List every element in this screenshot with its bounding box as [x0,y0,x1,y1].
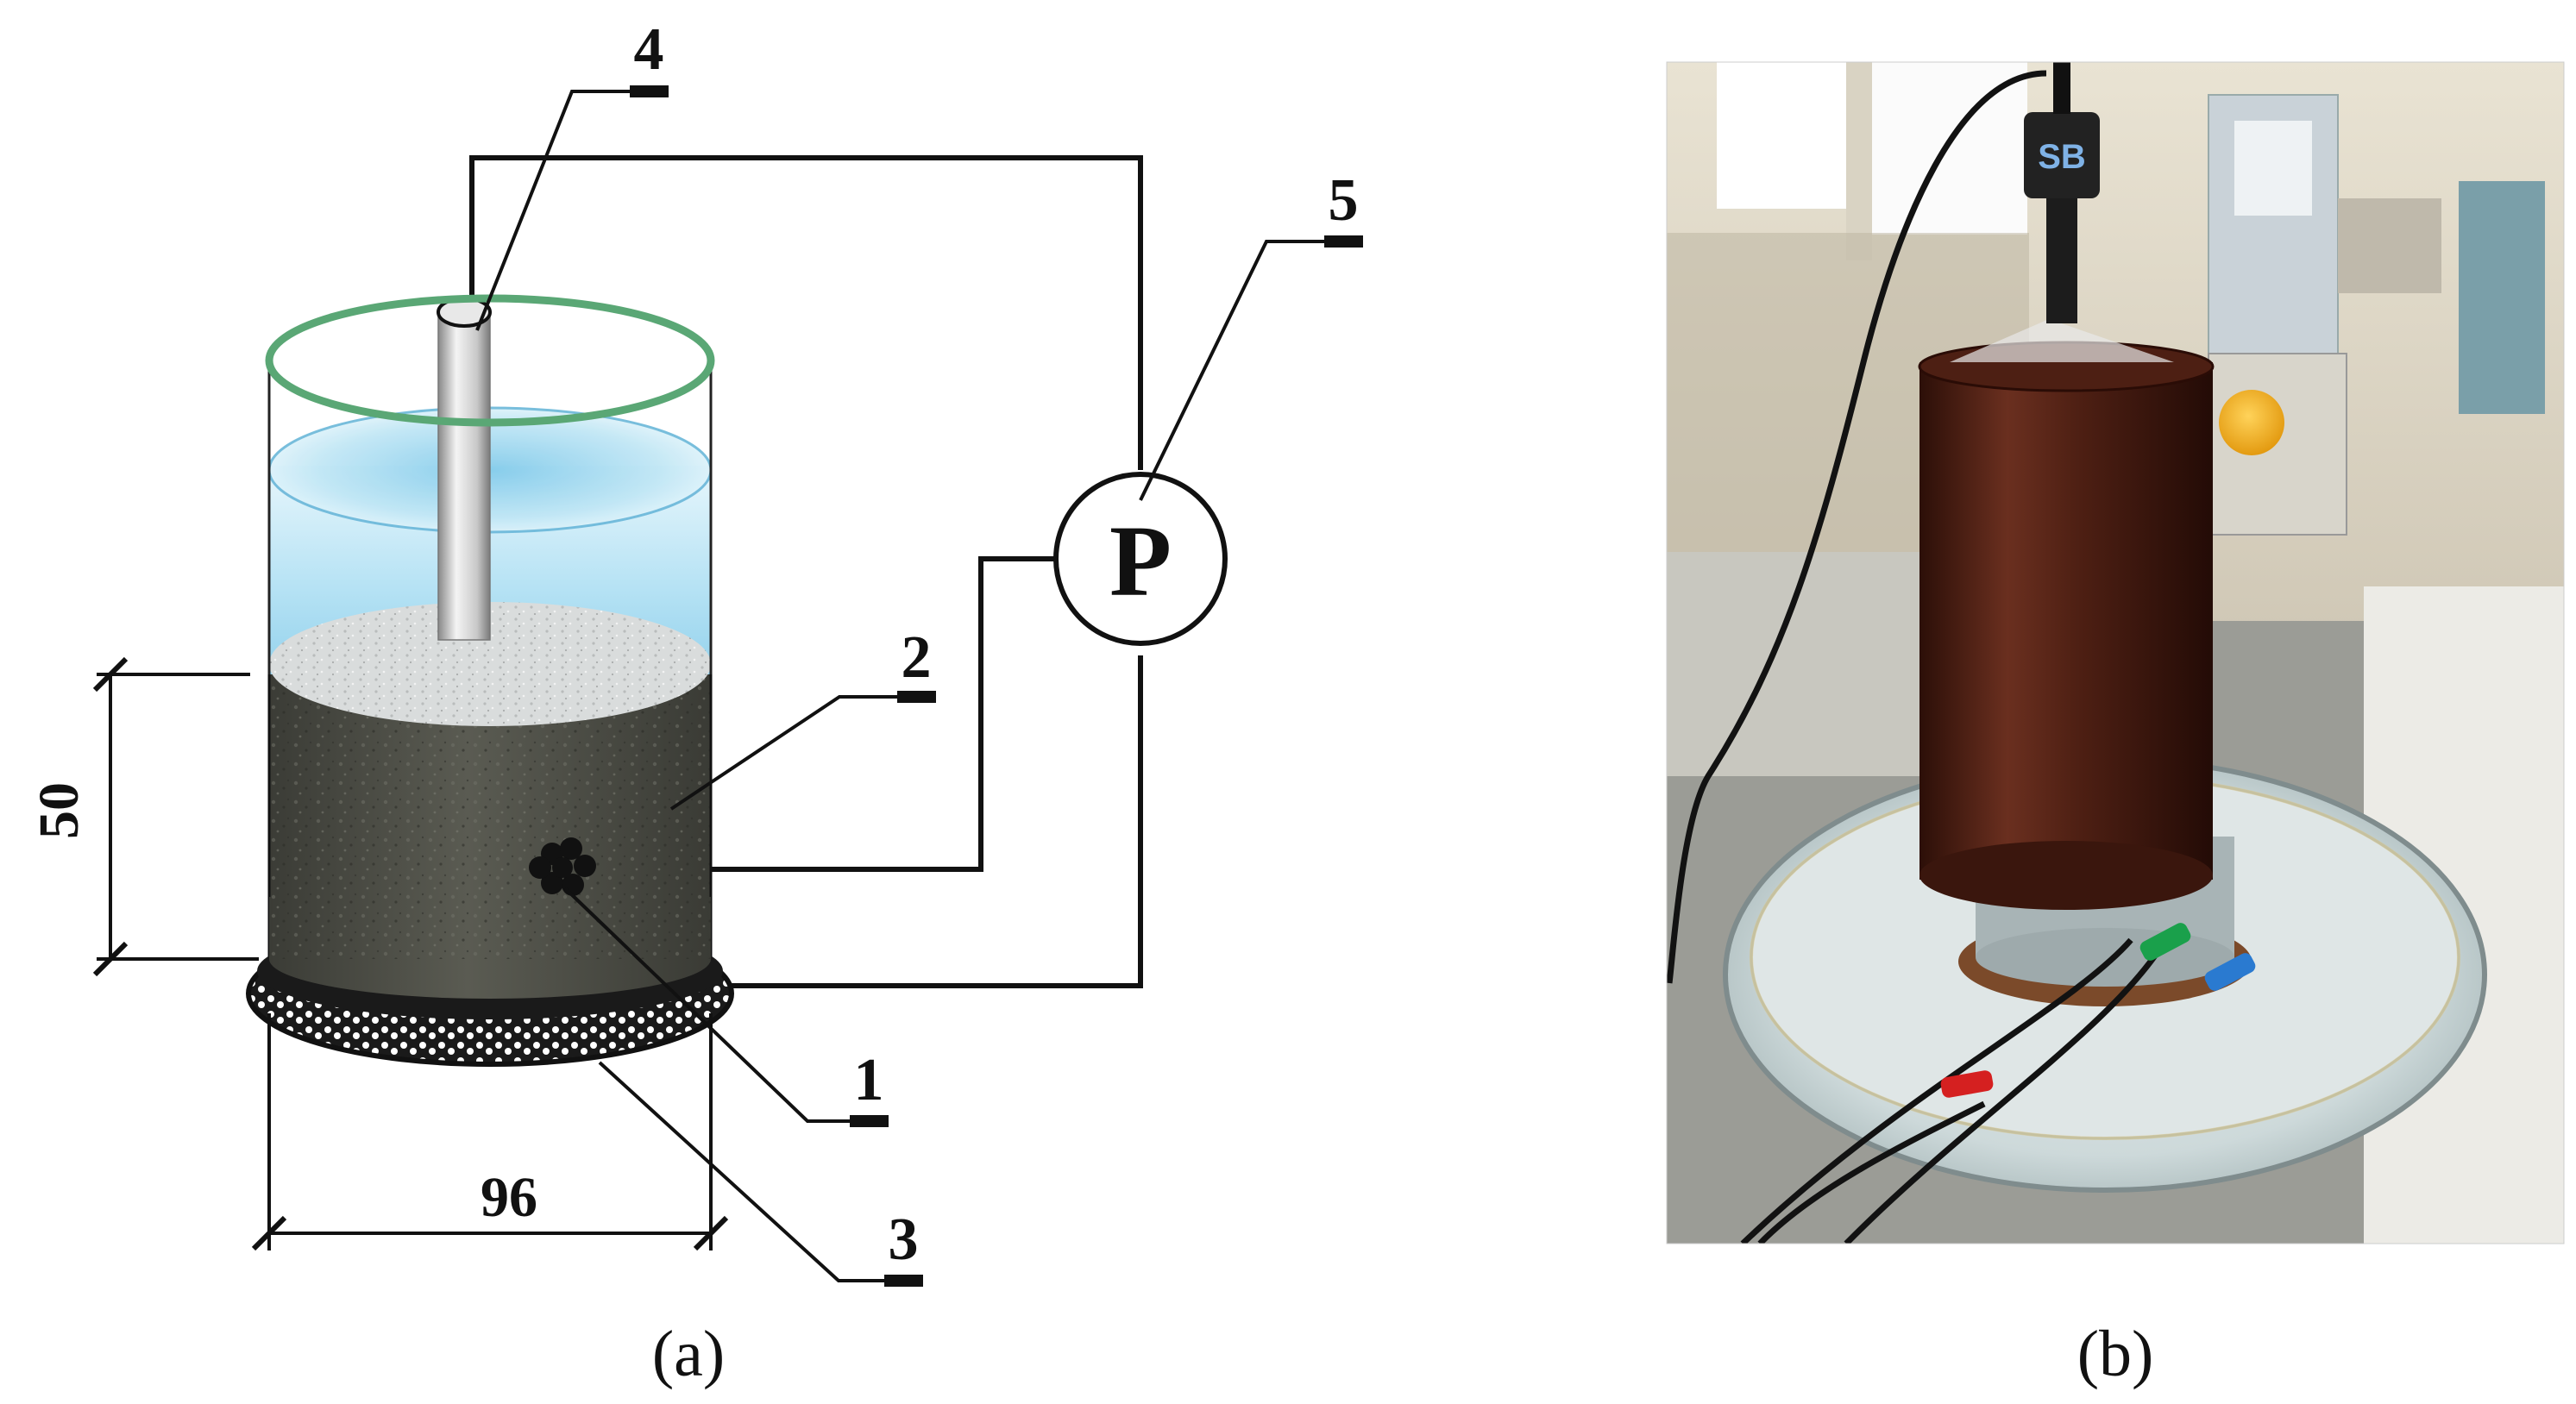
probe-wire [469,155,1143,470]
smiley-sticker [2219,390,2284,455]
moisture-sensor [529,837,596,896]
caption-b: (b) [2077,1318,2154,1390]
perforated-base [246,897,734,1067]
callout-sensor: 1 [854,1047,884,1113]
width-dimension-label: 96 [481,1166,537,1229]
caption-a: (a) [652,1318,725,1390]
height-dimension-label: 50 [28,782,91,839]
probe-marking: SB [2038,138,2086,176]
window-center [1872,62,2027,235]
sand-surface [269,602,711,726]
probe-body [2046,185,2077,323]
sensor-wire [595,556,1057,872]
callout-base-mesh: 3 [889,1207,919,1273]
diagram-panel: P 4 5 2 1 3 50 [28,16,1363,1390]
width-dimension [251,1013,729,1251]
photo-panel: SB (b) [1666,61,2565,1390]
callout-soil: 2 [902,624,932,691]
height-dimension [92,656,259,977]
ground-wire [725,655,1143,988]
cables [1667,70,2168,1244]
brown-tube [1919,362,2213,880]
callout-probe: 4 [634,16,664,83]
pressure-meter-symbol: P [1109,505,1172,617]
callout-pressure-meter: 5 [1329,167,1359,234]
window-left [1717,62,1846,209]
leader-ticks [630,85,1363,1287]
probe-rod [437,297,492,641]
wiring [469,155,1143,988]
pressure-meter: P [1053,472,1228,646]
